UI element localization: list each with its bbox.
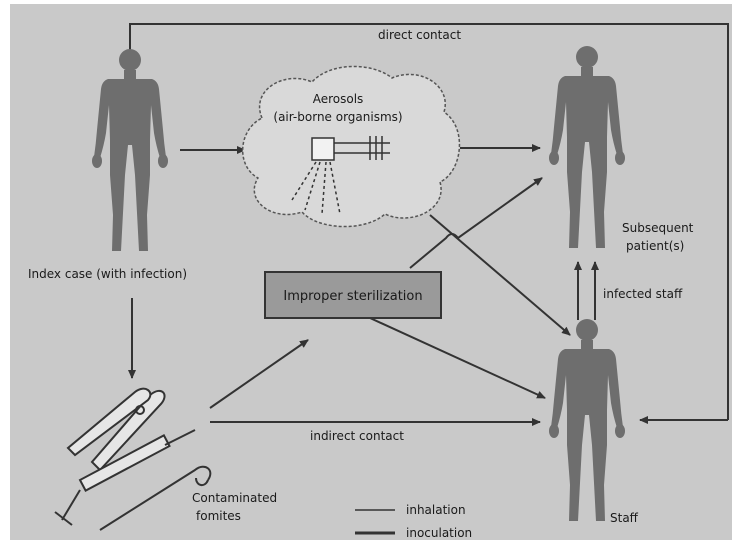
legend-inhalation-label: inhalation (406, 503, 466, 517)
aerosol-cloud (243, 66, 460, 226)
label-patients: patient(s) (626, 239, 684, 253)
label-airborne-organisms: (air-borne organisms) (273, 110, 402, 124)
label-infected-staff: infected staff (603, 287, 683, 301)
label-aerosols: Aerosols (313, 92, 364, 106)
label-improper-sterilization: Improper sterilization (283, 289, 422, 304)
label-direct-contact: direct contact (378, 28, 461, 42)
label-staff: Staff (610, 511, 639, 525)
label-indirect-contact: indirect contact (310, 429, 404, 443)
label-contaminated: Contaminated (192, 491, 277, 505)
legend-inoculation-label: inoculation (406, 526, 472, 540)
label-index-case: Index case (with infection) (28, 267, 187, 281)
label-subsequent: Subsequent (622, 221, 694, 235)
label-fomites: fomites (196, 509, 241, 523)
